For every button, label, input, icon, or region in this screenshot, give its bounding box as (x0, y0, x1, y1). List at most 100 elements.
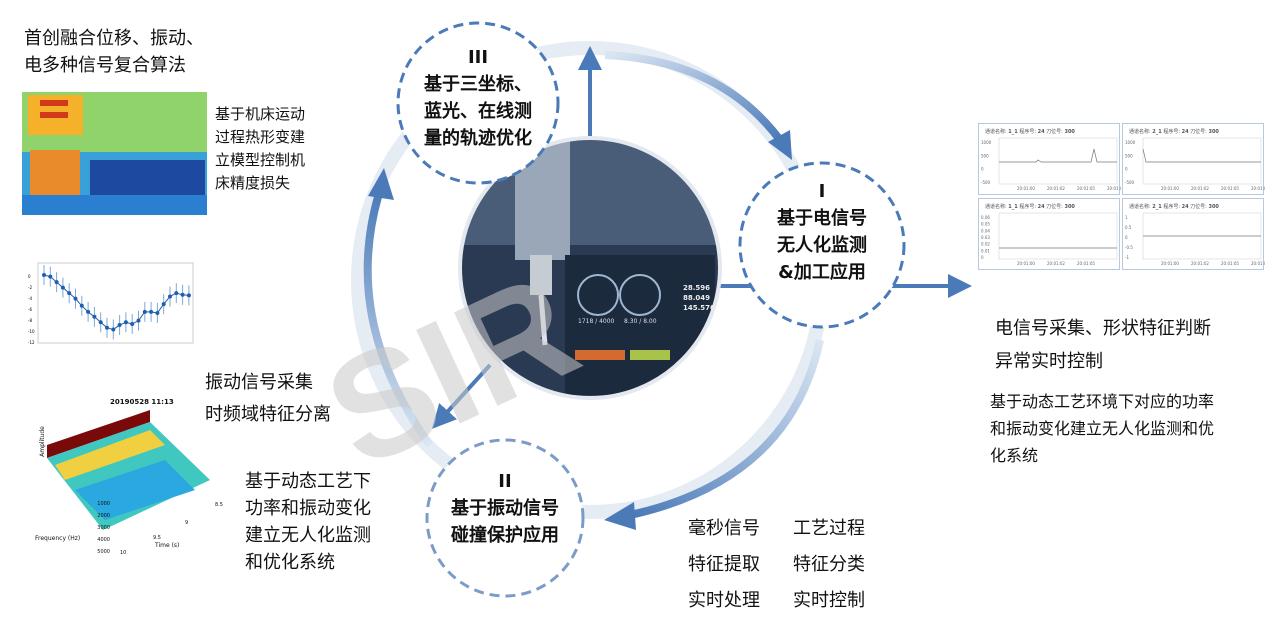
panel-header: 通道名称: 1_1 程序号: 24 刀位号: 300 (985, 204, 1075, 210)
circle-line: 无人化监测 (777, 235, 867, 256)
circle-line: 碰撞保护应用 (451, 525, 559, 546)
circle-iii-border (396, 21, 560, 185)
signal-line (999, 148, 1117, 163)
arrow-down-left (431, 363, 492, 429)
x-tick: 20:01:05 (1077, 186, 1095, 191)
feature-item: 特征分类 (793, 554, 865, 575)
right-description: 基于动态工艺环境下对应的功率 和振动变化建立无人化监测和优 化系统 (990, 388, 1214, 469)
headline-line: 首创融合位移、振动、 (24, 28, 204, 49)
y-tick: 1000 (981, 140, 992, 145)
y-tick: 0.01 (981, 248, 990, 253)
feature-item: 实时处理 (688, 590, 760, 611)
x-axis-label: Frequency (Hz) (35, 535, 81, 542)
feature-item: 特征提取 (688, 554, 760, 575)
circle-ii-border (425, 438, 585, 598)
y-tick: 0.04 (981, 228, 990, 233)
signal-line (1142, 148, 1261, 163)
x-tick: 20:01:07 (1107, 186, 1121, 191)
circle-line: 量的轨迹优化 (424, 128, 532, 149)
y-tick: 500 (981, 153, 989, 158)
error-bar-chart: 0-2-4-6-8-10-12 (28, 262, 194, 345)
y-axis-label: Time (s) (155, 542, 180, 549)
x-tick: 20:01:05 (1077, 261, 1095, 266)
y-tick: 0.03 (981, 235, 990, 240)
caption-line: 振动信号采集 (205, 372, 313, 393)
feature-item: 工艺过程 (793, 518, 865, 539)
caption-line: 基于动态工艺下 (245, 471, 371, 492)
gauge-value: 8.30 / 8.00 (624, 318, 657, 325)
circle-i-border (738, 161, 906, 329)
circle-line: 基于振动信号 (451, 498, 559, 519)
y-tick: 9.5 (153, 535, 161, 541)
y-tick: 0 (1125, 167, 1128, 172)
data-point (186, 293, 191, 298)
y-tick: 9 (185, 520, 189, 526)
y-tick: 0 (981, 255, 984, 260)
caption-line: 功率和振动变化 (245, 498, 371, 519)
arc-arrow-top-right (604, 51, 784, 143)
panel-header: 通道名称: 2_1 程序号: 24 刀位号: 300 (1129, 204, 1219, 210)
arc-arrow-bottom-right (629, 339, 824, 519)
headline-line: 电多种信号复合算法 (24, 55, 186, 76)
caption-line: 立模型控制机 (215, 151, 306, 169)
caption-line: 时频域特征分离 (205, 404, 331, 425)
desc-line: 和振动变化建立无人化监测和优 (990, 419, 1215, 438)
numeral: I (818, 181, 826, 202)
y-tick: -8 (28, 318, 32, 323)
y-tick: 0.06 (981, 215, 990, 220)
arc-arrow-left (363, 188, 434, 448)
y-tick: -0.5 (1125, 245, 1133, 250)
thermal-image (22, 92, 207, 215)
caption-line: 异常实时控制 (995, 351, 1103, 372)
gauge-value: 1718 / 4000 (578, 318, 615, 325)
chart-title: 20190528 11:13 (110, 398, 174, 406)
y-tick: -6 (28, 307, 32, 312)
x-tick: 20:01:05 (1221, 261, 1239, 266)
y-tick: 0 (1125, 235, 1128, 240)
y-tick: 10 (120, 550, 127, 556)
y-tick: -4 (28, 296, 32, 301)
numeral: III (467, 47, 489, 68)
vibration-caption: 振动信号采集 时频域特征分离 (205, 367, 331, 431)
x-tick: 20:01:02 (1191, 261, 1209, 266)
headline: 首创融合位移、振动、 电多种信号复合算法 (24, 25, 204, 79)
x-tick: 20:01:07 (1251, 186, 1265, 191)
series-line (43, 274, 189, 330)
y-tick: 0.05 (981, 222, 990, 227)
circle-line: 蓝光、在线测 (424, 101, 532, 122)
circle-line: 基于三坐标、 (424, 74, 532, 95)
x-tick: 20:01:00 (1161, 261, 1179, 266)
desc-line: 基于动态工艺环境下对应的功率 (990, 392, 1215, 411)
x-tick: 20:01:00 (1017, 186, 1035, 191)
feature-grid: 毫秒信号 工艺过程 特征提取 特征分类 实时处理 实时控制 (688, 515, 893, 614)
y-tick: -12 (28, 340, 35, 345)
caption-line: 电信号采集、形状特征判断 (995, 318, 1211, 339)
numeral: II (498, 471, 512, 492)
caption-line: 床精度损失 (215, 174, 291, 192)
y-tick: 1 (1125, 215, 1128, 220)
right-caption: 电信号采集、形状特征判断 异常实时控制 (995, 312, 1211, 378)
circle-line: &加工应用 (778, 262, 866, 283)
x-tick: 20:01:07 (1251, 261, 1265, 266)
circle-ii: II 基于振动信号 碰撞保护应用 (425, 468, 585, 549)
feature-item: 毫秒信号 (688, 518, 760, 539)
y-tick: 1000 (1125, 140, 1136, 145)
caption-line: 和优化系统 (245, 552, 335, 573)
circle-iii: III 基于三坐标、 蓝光、在线测 量的轨迹优化 (398, 44, 558, 152)
caption-line: 建立无人化监测 (245, 525, 371, 546)
panel-header: 通道名称: 2_1 程序号: 24 刀位号: 300 (1129, 129, 1219, 135)
spectrum-chart: 20190528 11:13 Amplitude Frequency (Hz) … (25, 390, 235, 560)
y-tick: 0 (28, 274, 31, 279)
y-tick: -1 (1125, 255, 1129, 260)
z-axis-label: Amplitude (38, 426, 46, 457)
caption-line: 基于机床运动 (215, 105, 306, 123)
thermal-caption: 基于机床运动 过程热形变建 立模型控制机 床精度损失 (215, 103, 305, 195)
y-tick: 500 (1125, 153, 1133, 158)
